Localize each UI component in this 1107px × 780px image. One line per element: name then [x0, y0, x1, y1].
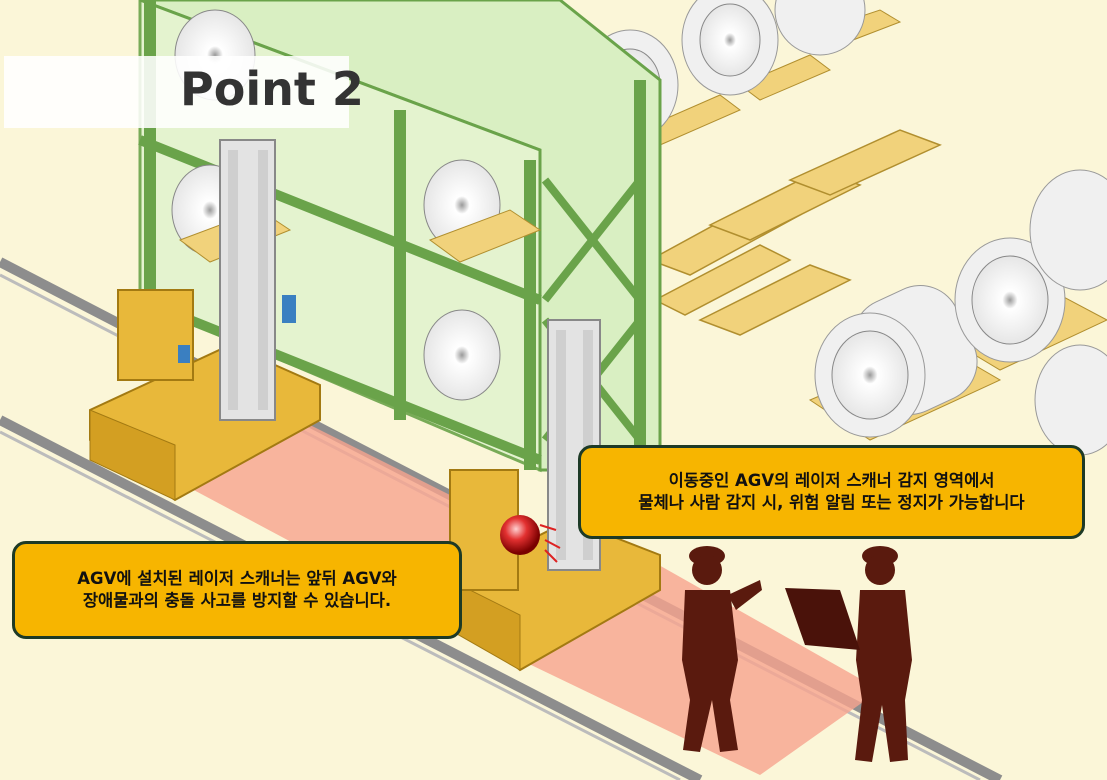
- callout-left-line1: AGV에 설치된 레이저 스캐너는 앞뒤 AGV와: [77, 569, 397, 588]
- point-label-background: [4, 56, 349, 128]
- callout-detection-zone: 이동중인 AGV의 레이저 스캐너 감지 영역에서 물체나 사람 감지 시, 위…: [578, 445, 1085, 539]
- coil-stock-right: [808, 169, 1107, 456]
- agv-rear: [89, 139, 321, 502]
- callout-right-line1: 이동중인 AGV의 레이저 스캐너 감지 영역에서: [668, 471, 995, 490]
- worker-silhouettes: [682, 546, 912, 762]
- callout-collision-prevention: AGV에 설치된 레이저 스캐너는 앞뒤 AGV와 장애물과의 충돌 사고를 방…: [12, 541, 462, 639]
- callout-left-line2: 장애물과의 충돌 사고를 방지할 수 있습니다.: [82, 591, 392, 610]
- callout-right-line2: 물체나 사람 감지 시, 위험 알림 또는 정지가 가능합니다: [638, 493, 1025, 512]
- point-label: Point 2: [180, 62, 364, 116]
- empty-cradles: [648, 129, 942, 336]
- laser-scanner-sensor: [500, 515, 561, 563]
